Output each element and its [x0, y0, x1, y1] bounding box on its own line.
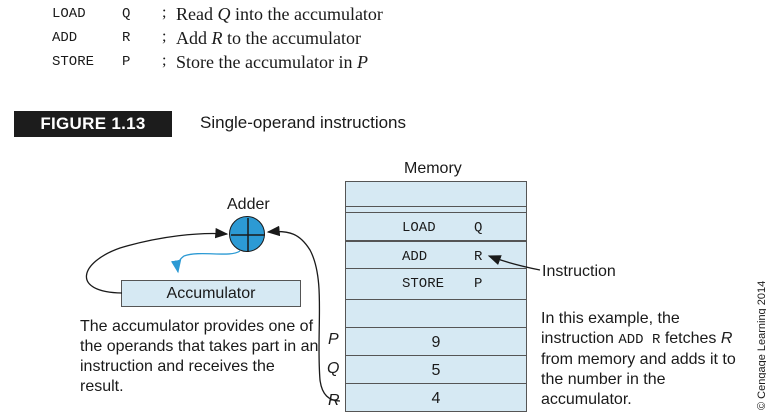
adder-to-accumulator-arrow: [170, 250, 241, 274]
code-semicolon: ;: [162, 52, 167, 69]
code-semicolon: ;: [162, 4, 167, 21]
code-comment: Read Q into the accumulator: [176, 4, 383, 24]
instruction-pointer-arrow: [487, 255, 541, 271]
figure-caption: Single-operand instructions: [200, 113, 407, 132]
example-description: In this example, the instruction ADD R f…: [541, 310, 736, 408]
accumulator-description: The accumulator provides one of the oper…: [80, 318, 319, 395]
memory-value: 4: [431, 390, 441, 407]
memory-value: 9: [431, 334, 441, 351]
code-operand: Q: [122, 6, 131, 22]
memory-cell: [346, 299, 526, 327]
memory-title: Memory: [404, 160, 462, 177]
code-opcode: LOAD: [52, 6, 86, 22]
plus-icon: [231, 218, 265, 252]
address-label: Q: [327, 360, 340, 377]
memory-cell: [346, 206, 526, 234]
figure-label: FIGURE 1.13: [14, 111, 172, 137]
memory-cell-instruction: STORE P: [346, 268, 526, 296]
adder-icon: [229, 216, 265, 252]
code-operand: P: [122, 54, 131, 70]
code-opcode: ADD: [52, 30, 78, 46]
instruction-label: Instruction: [542, 263, 616, 280]
memory-cell-instruction: ADD R: [346, 240, 526, 268]
memory-cell-data: 9: [346, 327, 526, 355]
code-comment: Add R to the accumulator: [176, 28, 361, 48]
code-semicolon: ;: [162, 28, 167, 45]
memory-to-adder-arrow: [266, 225, 341, 402]
memory-block: LOAD Q ADD R STORE P 9 5 4: [345, 181, 527, 412]
address-label: P: [328, 331, 339, 348]
code-operand: R: [122, 30, 131, 46]
instruction-opcode: STORE: [402, 276, 445, 292]
memory-cell-data: 5: [346, 355, 526, 383]
instruction-operand: Q: [474, 220, 483, 236]
accumulator-to-adder-arrow: [85, 227, 229, 294]
code-opcode: STORE: [52, 54, 95, 70]
memory-cell-instruction: LOAD Q: [346, 212, 526, 240]
memory-cell-data: 4: [346, 383, 526, 411]
accumulator-register: Accumulator: [121, 280, 301, 307]
instruction-opcode: ADD: [402, 249, 428, 265]
memory-value: 5: [431, 362, 441, 379]
code-comment: Store the accumulator in P: [176, 52, 368, 72]
instruction-operand: R: [474, 249, 483, 265]
instruction-operand: P: [474, 276, 483, 292]
instruction-opcode: LOAD: [402, 220, 436, 236]
adder-label: Adder: [227, 196, 270, 213]
